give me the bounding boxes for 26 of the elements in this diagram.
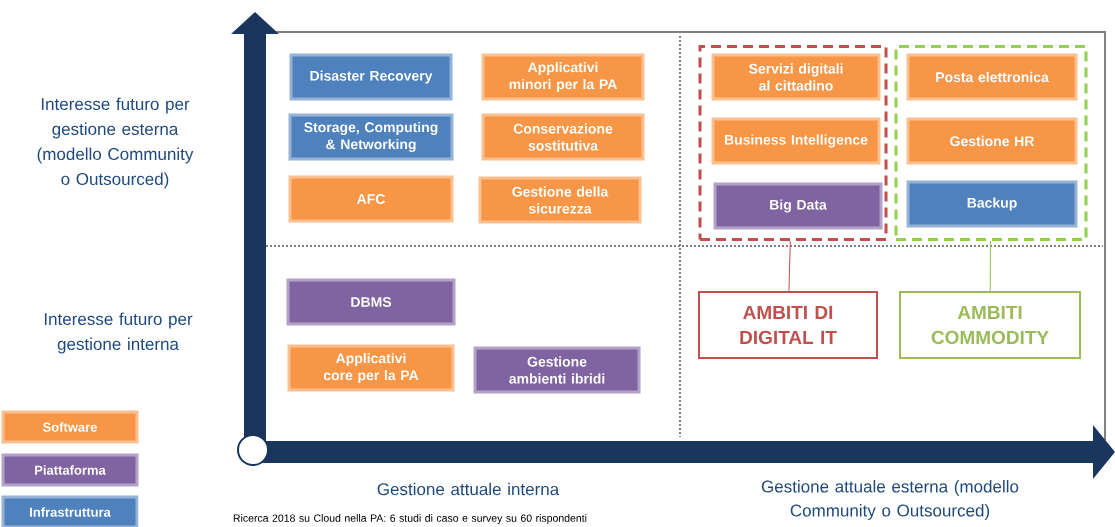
category-box: Storage, Computing & Networking bbox=[288, 113, 454, 161]
category-box: Business Intelligence bbox=[711, 117, 881, 165]
category-box: Gestione ambienti ibridi bbox=[473, 346, 641, 394]
category-box: Big Data bbox=[713, 182, 883, 230]
callout-box: AMBITI COMMODITY bbox=[899, 291, 1081, 359]
category-box: Gestione HR bbox=[906, 117, 1078, 165]
category-box: Gestione della sicurezza bbox=[478, 176, 642, 224]
category-box: Applicativi minori per la PA bbox=[481, 53, 645, 101]
category-box: Disaster Recovery bbox=[289, 53, 453, 101]
axis-label: Gestione attuale esterna (modello Community o Outsourced) bbox=[761, 480, 1019, 520]
dashed-group-frame bbox=[698, 45, 888, 241]
dashed-group-frame bbox=[894, 45, 1088, 241]
category-box: Servizi digitali al cittadino bbox=[711, 53, 881, 101]
category-box: Conservazione sostitutiva bbox=[481, 113, 645, 161]
category-box: Posta elettronica bbox=[906, 53, 1078, 101]
source-note: Ricerca 2018 su Cloud nella PA: 6 studi di caso e survey su 60 rispondenti bbox=[233, 514, 587, 524]
axis-label: Interesse futuro per gestione esterna (modello Community o Outsourced) bbox=[37, 97, 194, 189]
callout-box: AMBITI DI DIGITAL IT bbox=[698, 291, 878, 359]
axis-label: Interesse futuro per gestione interna bbox=[44, 312, 193, 354]
category-box: DBMS bbox=[286, 278, 456, 326]
category-box: AFC bbox=[288, 175, 454, 223]
category-box: Backup bbox=[906, 180, 1078, 228]
axis-label: Gestione attuale interna bbox=[377, 482, 560, 496]
connector-line bbox=[788, 240, 791, 292]
category-box: Applicativi core per la PA bbox=[287, 344, 455, 392]
connector-line bbox=[989, 240, 991, 292]
